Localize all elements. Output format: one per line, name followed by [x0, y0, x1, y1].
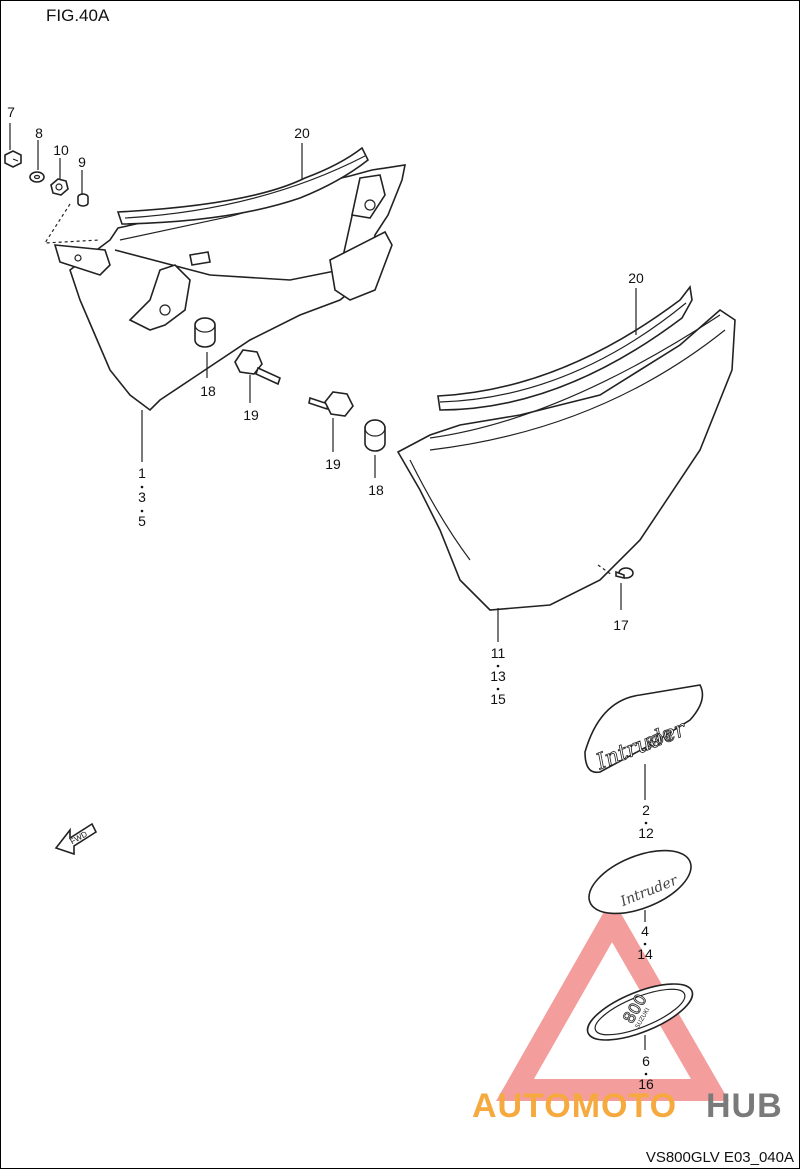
- callout-18-right: 18: [368, 482, 384, 498]
- screw-17: [615, 567, 634, 580]
- grommet-18-right: [364, 419, 386, 452]
- callout-left-cover-3: 5: [138, 513, 146, 529]
- callout-emblem-c-1: 6: [642, 1053, 650, 1069]
- callout-right-cover-3: 15: [490, 691, 506, 707]
- callout-19-left: 19: [243, 407, 259, 423]
- washer-8: [29, 171, 45, 183]
- callout-8: 8: [35, 125, 43, 141]
- callout-right-cover-2: 13: [490, 668, 506, 684]
- callout-left-cover-1: 1: [138, 465, 146, 481]
- callout-18-left: 18: [200, 383, 216, 399]
- callout-emblem-a-1: 2: [642, 802, 650, 818]
- callout-20-left: 20: [294, 125, 310, 141]
- callout-20-right: 20: [628, 270, 644, 286]
- watermark-hub-text: HUB: [706, 1087, 783, 1125]
- callout-emblem-b-2: 14: [637, 946, 653, 962]
- watermark-auto-text: AUTOMOTO: [472, 1087, 677, 1125]
- collar-9: [77, 193, 89, 207]
- nut-10: [50, 178, 69, 196]
- trim-strip-20-left: [116, 146, 370, 225]
- emblem-oval-intruder: Intruder: [588, 849, 692, 915]
- bolt-19-left: [234, 349, 281, 386]
- figure-title: FIG.40A: [46, 6, 110, 25]
- grommet-18-left: [194, 317, 216, 348]
- bolt-7: [4, 150, 22, 168]
- callout-19-right: 19: [325, 456, 341, 472]
- callout-emblem-b-1: 4: [641, 923, 649, 939]
- callout-7: 7: [7, 104, 15, 120]
- callout-10: 10: [53, 142, 69, 158]
- fwd-arrow: FWD: [54, 822, 98, 856]
- callout-left-cover-2: 3: [138, 489, 146, 505]
- callout-17: 17: [613, 617, 629, 633]
- callout-right-cover-1: 11: [491, 645, 506, 661]
- callout-emblem-c-2: 16: [638, 1076, 654, 1092]
- drawing-code: VS800GLV E03_040A: [646, 1149, 794, 1166]
- right-frame-cover: [396, 308, 736, 611]
- callout-emblem-a-2: 12: [638, 825, 654, 841]
- trim-strip-20-right: [437, 285, 693, 411]
- left-frame-cover: [53, 164, 407, 412]
- callout-9: 9: [78, 154, 86, 170]
- emblem-intruder-800: Intruder 800: [584, 684, 704, 776]
- bolt-19-right: [308, 391, 354, 417]
- badge-suzuki-800: 800 SUZUKI: [586, 983, 694, 1041]
